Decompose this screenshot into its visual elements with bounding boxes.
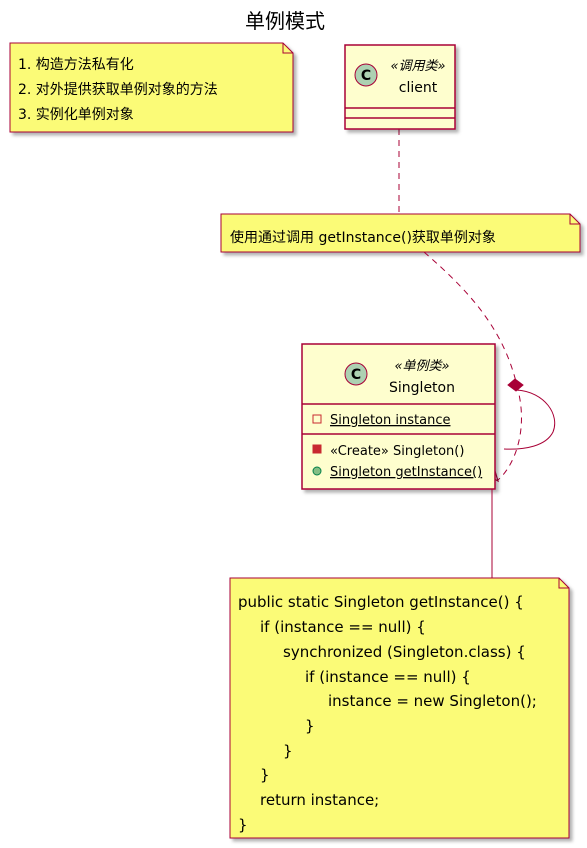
code-line: } — [305, 717, 315, 735]
code-note: public static Singleton getInstance() { … — [229, 577, 570, 839]
singleton-name: Singleton — [389, 380, 455, 396]
private-field-icon — [312, 414, 322, 424]
code-line: } — [260, 766, 270, 784]
client-class: C «调用类» client — [344, 44, 456, 130]
singleton-stereotype: «单例类» — [394, 359, 449, 374]
usage-note: 使用通过调用 getInstance()获取单例对象 — [220, 213, 581, 253]
class-letter: C — [351, 367, 361, 383]
code-line: public static Singleton getInstance() { — [238, 593, 524, 611]
code-note-connector — [491, 489, 512, 579]
class-circle-icon — [344, 362, 368, 386]
client-stereotype: «调用类» — [390, 59, 445, 74]
steps-note-line: 2. 对外提供获取单例对象的方法 — [18, 82, 218, 98]
singleton-method: Singleton getInstance() — [330, 465, 482, 480]
singleton-class: C «单例类» Singleton Singleton instance «Cr… — [301, 343, 496, 490]
private-method-icon — [312, 444, 322, 454]
code-line: } — [283, 742, 293, 760]
code-line: if (instance == null) { — [260, 618, 426, 636]
code-line: } — [238, 816, 248, 834]
singleton-field: Singleton instance — [330, 413, 450, 428]
self-association-line — [503, 389, 556, 450]
code-line: instance = new Singleton(); — [328, 692, 537, 710]
steps-note-line: 1. 构造方法私有化 — [18, 57, 134, 73]
diagram-title: 单例模式 — [245, 9, 325, 33]
client-name: client — [399, 80, 438, 96]
code-line: synchronized (Singleton.class) { — [283, 643, 526, 661]
class-circle-icon — [354, 63, 378, 87]
code-line: if (instance == null) { — [305, 668, 471, 686]
singleton-constructor: «Create» Singleton() — [330, 444, 464, 459]
composition-diamond-icon — [507, 378, 524, 392]
steps-note-line: 3. 实例化单例对象 — [18, 107, 134, 123]
class-letter: C — [361, 68, 371, 84]
usage-note-text: 使用通过调用 getInstance()获取单例对象 — [230, 229, 496, 246]
public-method-icon — [312, 466, 322, 476]
steps-note: 1. 构造方法私有化 2. 对外提供获取单例对象的方法 3. 实例化单例对象 — [9, 42, 294, 133]
code-line: return instance; — [260, 791, 379, 809]
dependency-arrow — [423, 251, 522, 481]
